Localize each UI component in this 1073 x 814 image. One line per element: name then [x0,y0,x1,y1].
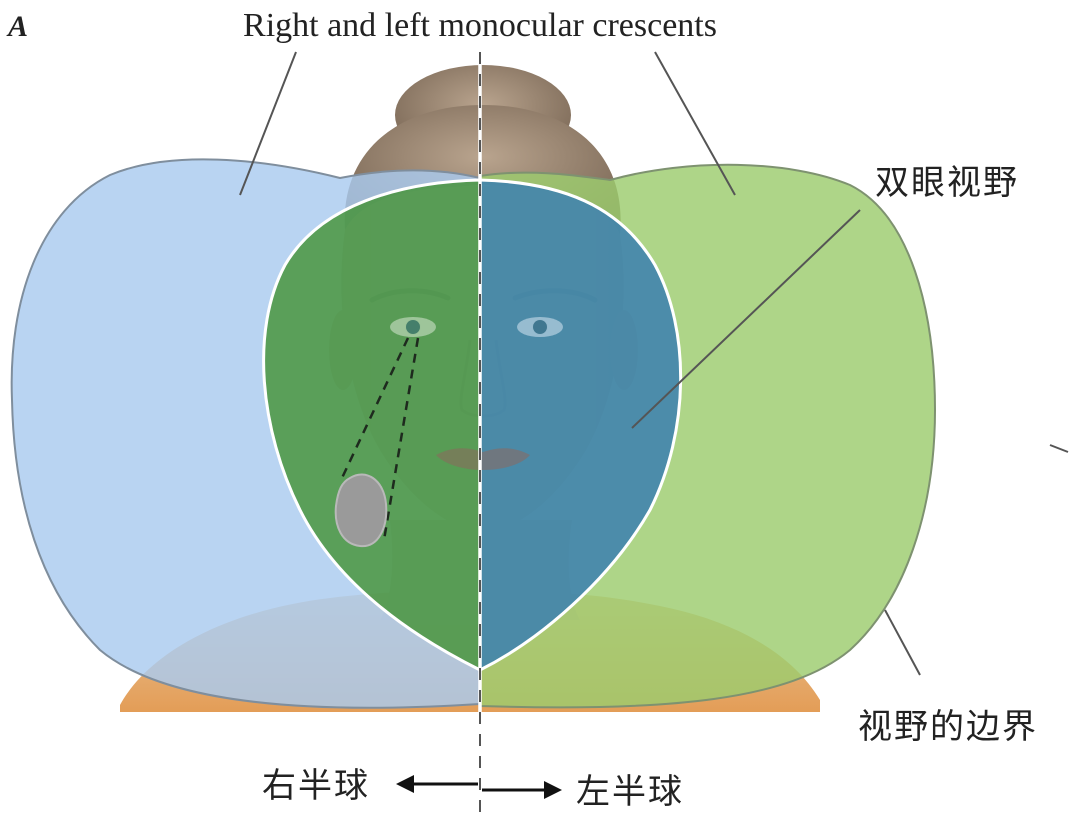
field-boundary-label: 视野的边界 [858,707,1038,747]
right-arrow-icon [544,781,562,799]
blind-spot-blob-icon [336,474,387,546]
right-hemisphere-label: 右半球 [262,766,370,806]
leader-line-field-boundary [885,610,920,675]
panel-letter: A [6,10,28,43]
monocular-crescents-label: Right and left monocular crescents [243,7,717,44]
binocular-field-label: 双眼视野 [875,163,1019,203]
left-hemisphere-label: 左半球 [576,772,684,812]
stray-tick-mark [1050,445,1068,452]
left-arrow-icon [396,775,414,793]
